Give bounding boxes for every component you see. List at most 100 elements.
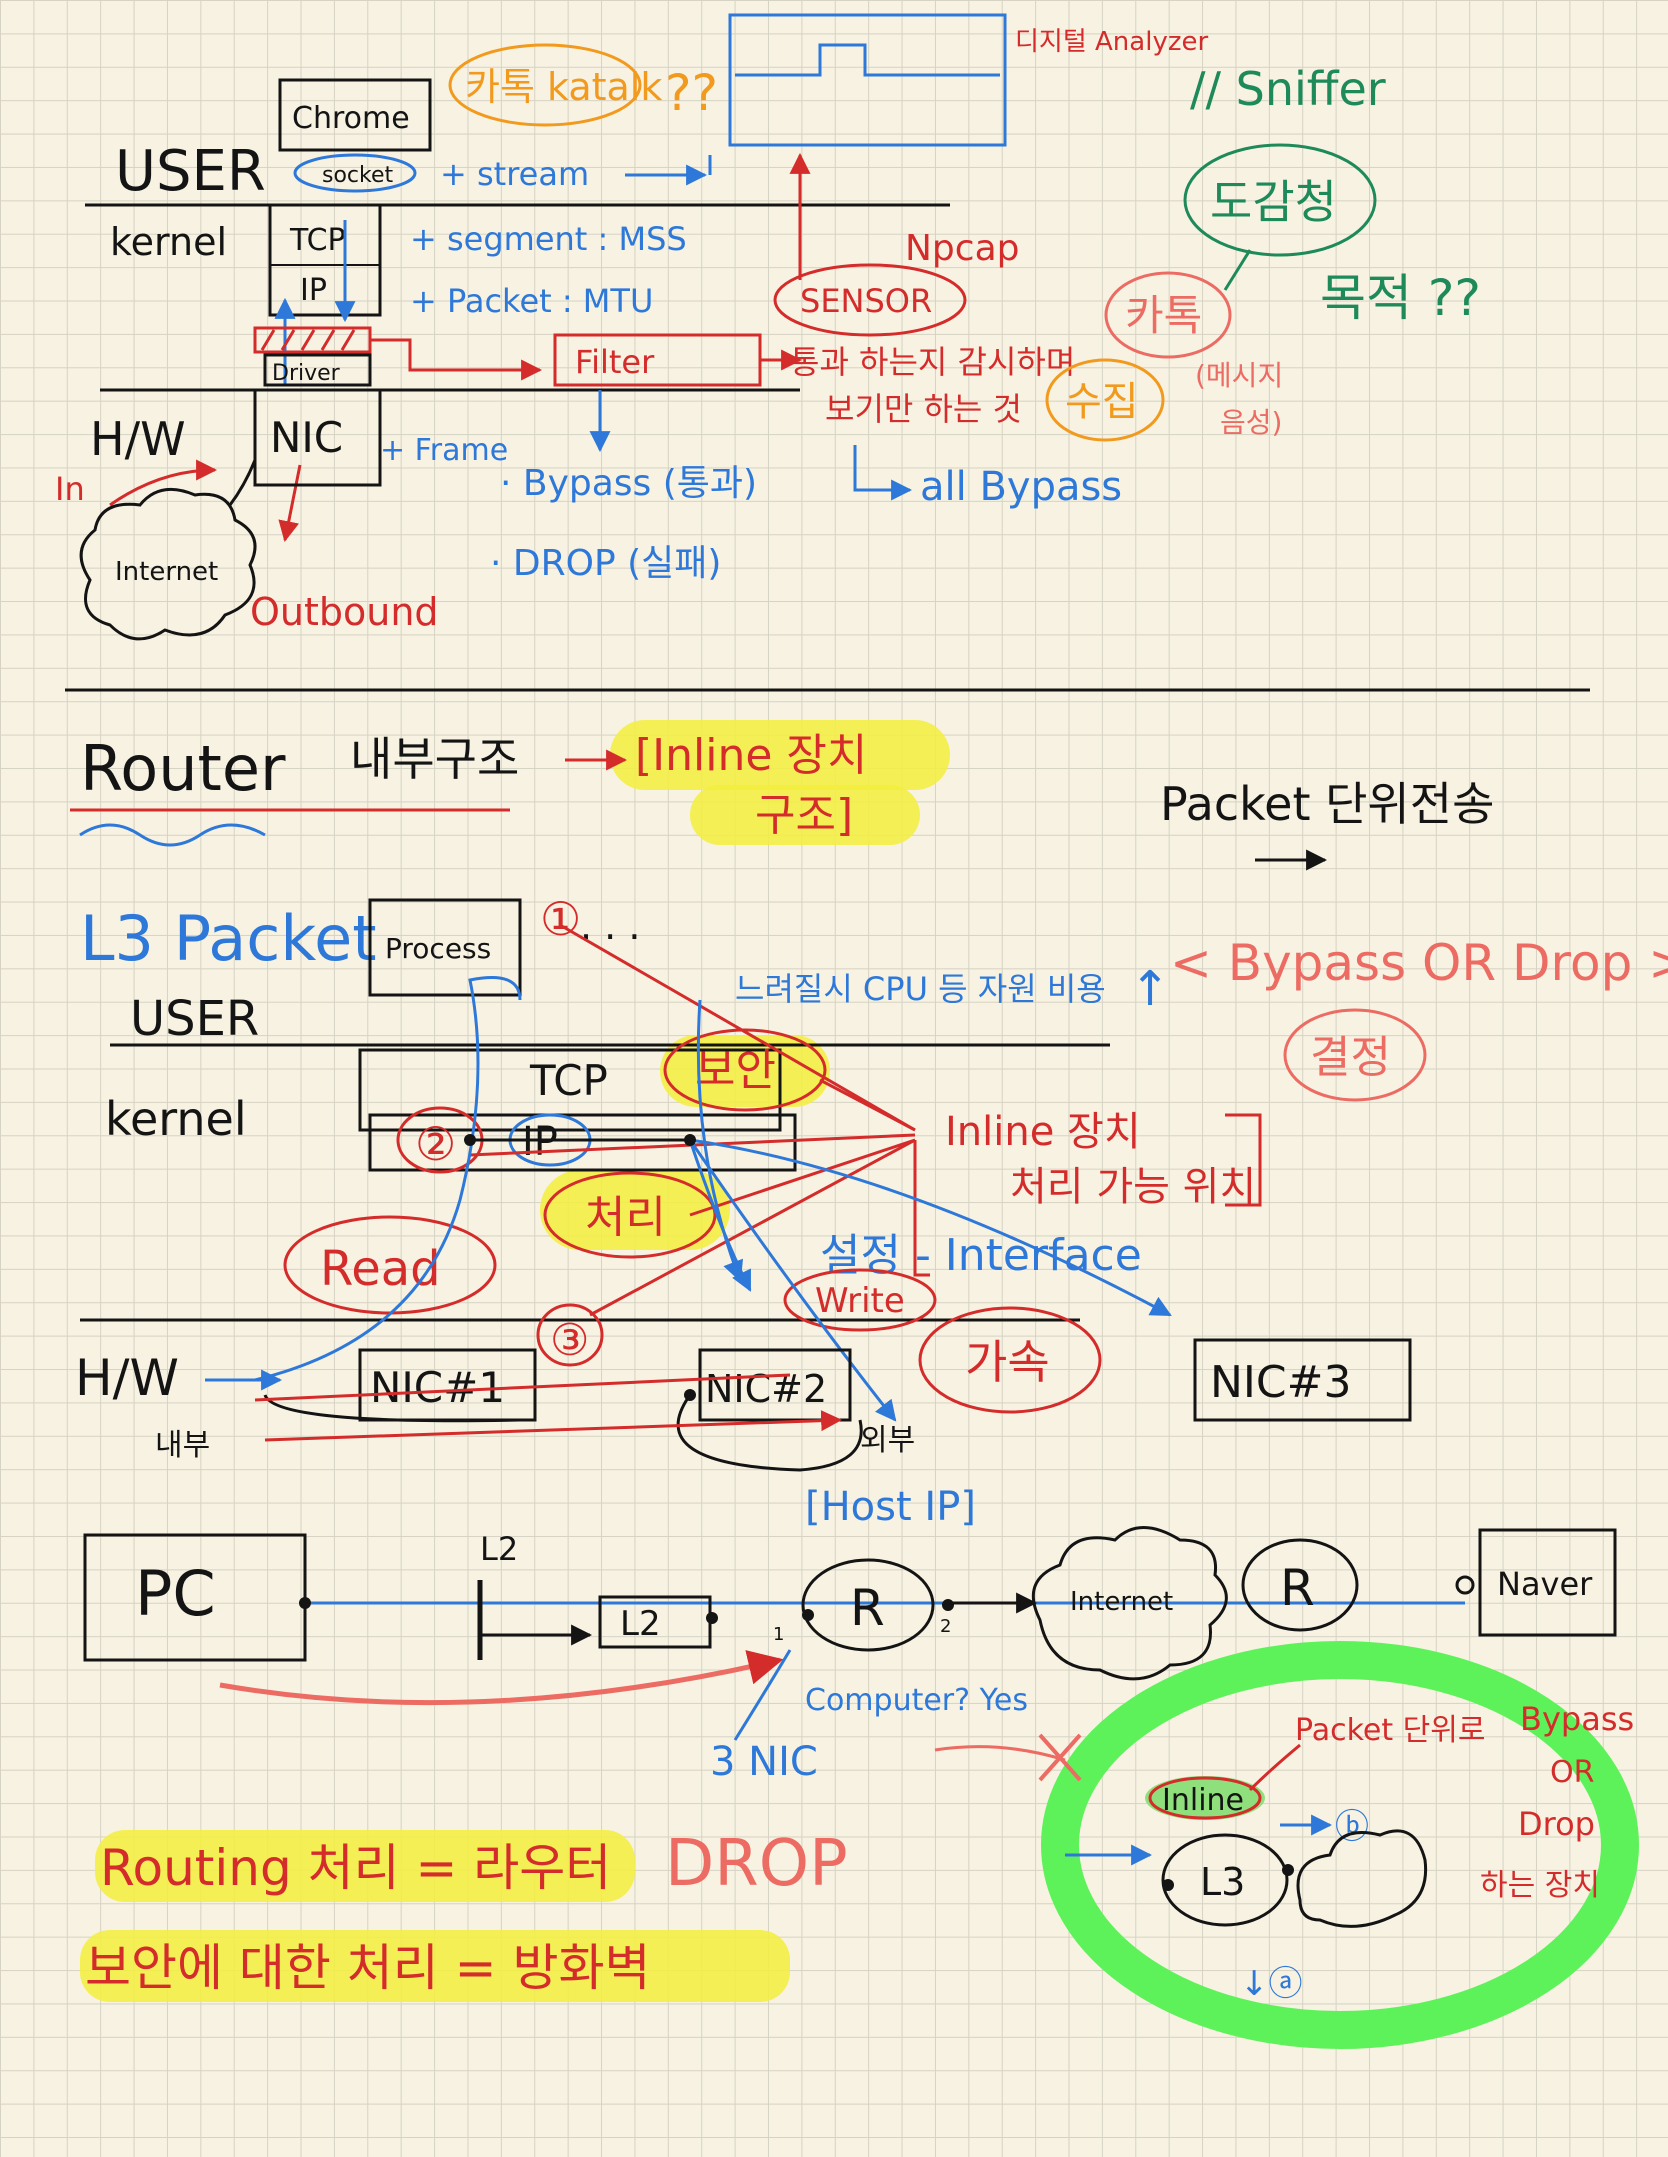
setting-interface-label: 설정 - Interface <box>820 1230 1142 1281</box>
top-section: USER kernel H/W In Internet Outbound Chr… <box>55 13 1481 641</box>
kernel-label: kernel <box>110 220 227 264</box>
routing-line: Routing 처리 = 라우터 <box>100 1839 611 1897</box>
process-ellipse <box>543 1171 717 1259</box>
in-label: In <box>55 470 85 508</box>
outbound-label: Outbound <box>250 590 439 634</box>
pc-to-router-red-arrow <box>219 1650 784 1706</box>
socket-label: socket <box>322 163 394 188</box>
l3-cloud <box>1296 1829 1428 1928</box>
up-arrow-label: ↑ <box>1130 961 1170 1017</box>
bypass-bottom: Bypass <box>1520 1700 1634 1738</box>
message-voice-line2: 음성) <box>1220 406 1282 439</box>
inline-structure-highlight-2 <box>690 785 920 845</box>
nic1-cable <box>263 1394 521 1423</box>
arrow-to-inline <box>934 1745 1066 1762</box>
nic2-cable <box>676 1394 863 1472</box>
katalk-ellipse <box>448 43 642 127</box>
inline-structure-highlight <box>610 720 950 790</box>
nic1-label: NIC#1 <box>370 1363 505 1412</box>
internal-label: 내부 <box>155 1428 210 1463</box>
step-1-marker: ① <box>540 892 581 946</box>
nic2-port-dot <box>684 1389 696 1401</box>
spoke-from-process <box>689 1138 916 1217</box>
spoke-from-security <box>819 1078 916 1132</box>
sensor-ellipse <box>773 263 967 337</box>
nic3-label: NIC#3 <box>1210 1357 1351 1408</box>
bottom-section: Routing 처리 = 라우터 DROP 보안에 대한 처리 = 방화벽 Pa… <box>85 1700 1634 2004</box>
nic2-box <box>698 1348 852 1422</box>
router-section: Router 내부구조 [Inline 장치 구조] Packet 단위전송 L… <box>70 730 1668 1530</box>
driver-to-filter-arrow <box>370 338 543 381</box>
tcp-layer-box <box>358 1048 782 1132</box>
frame-label: + Frame <box>380 433 508 468</box>
naver-box <box>1478 1528 1617 1637</box>
internet-cloud <box>79 487 257 641</box>
driver-label: Driver <box>272 361 341 386</box>
step3-ellipse <box>536 1303 604 1367</box>
router-title: Router <box>80 732 286 805</box>
inline-green-highlight <box>1145 1776 1265 1820</box>
step-2-marker: ② <box>415 1117 456 1171</box>
step-3-marker: ③ <box>550 1315 589 1366</box>
or-bottom: OR <box>1550 1755 1594 1790</box>
l3-port-left <box>1162 1879 1174 1891</box>
ip-layer-box <box>368 1113 797 1172</box>
l2-box-label: L2 <box>620 1604 661 1644</box>
l3-circle <box>1161 1833 1289 1927</box>
tcp-label: TCP <box>289 223 346 258</box>
router-r-circle <box>801 1558 935 1652</box>
ip-port-dot <box>464 1134 476 1146</box>
sensor-label: SENSOR <box>800 282 932 320</box>
question-marks: ?? <box>665 64 718 122</box>
decide-ellipse <box>1283 1008 1427 1102</box>
inline-device-green-circle <box>1041 1641 1639 2049</box>
router-kernel-label: kernel <box>105 1092 247 1146</box>
driver-box <box>263 353 372 387</box>
packet-unit-pointer <box>1248 1743 1301 1792</box>
wiretap-ellipse <box>1183 143 1377 257</box>
inline-structure-line1: [Inline 장치 <box>635 730 867 781</box>
internal-to-external-red-line-2 <box>254 1373 791 1402</box>
host-ip-label: [Host IP] <box>805 1484 976 1530</box>
network-section: PC L2 L2 R 1 2 Internet R Naver Computer… <box>83 1526 1617 1785</box>
accel-label: 가속 <box>965 1335 1050 1389</box>
analyzer-window <box>728 13 1007 147</box>
packet-unit-bottom: Packet 단위로 <box>1295 1713 1485 1748</box>
pass-line2: 보기만 하는 것 <box>825 390 1022 428</box>
a-marker: ↓ⓐ <box>1240 1964 1303 2004</box>
router-callout-line <box>733 1649 792 1741</box>
l2-port <box>706 1612 718 1624</box>
router-r-label: R <box>850 1579 885 1637</box>
socket-ellipse <box>293 153 417 193</box>
segment-label: + segment : MSS <box>410 220 687 258</box>
drop-label: · DROP (실패) <box>490 543 721 584</box>
ip-label: IP <box>300 273 327 308</box>
process-box <box>368 898 522 997</box>
bottom-drop-label: DROP <box>665 1827 848 1901</box>
router-r2-label: R <box>1280 1559 1315 1617</box>
security-line: 보안에 대한 처리 = 방화벽 <box>85 1939 650 1997</box>
security-highlight <box>660 1035 830 1107</box>
slowdown-label: 느려질시 CPU 등 자원 비용 <box>735 970 1106 1008</box>
ip-port-dot-2 <box>684 1134 696 1146</box>
router-port-2-label: 2 <box>940 1616 951 1637</box>
message-voice-line1: (메시지 <box>1195 359 1283 392</box>
router-port-2 <box>942 1599 954 1611</box>
security-ellipse <box>663 1028 827 1112</box>
packet-unit-label: Packet 단위전송 <box>1160 777 1494 831</box>
process-label: Process <box>385 932 491 965</box>
in-arrow <box>109 459 218 507</box>
router-user-label: USER <box>130 991 259 1047</box>
tcp-ip-box <box>268 203 382 317</box>
router-tcp-label: TCP <box>529 1056 608 1105</box>
security-label: 보안 <box>695 1045 776 1096</box>
process-korean-label: 처리 <box>585 1192 666 1243</box>
spoke-from-step1 <box>559 923 916 1132</box>
inline-ellipse <box>1148 1776 1262 1820</box>
sniffer-label: // Sniffer <box>1190 62 1386 116</box>
l3-port-right <box>1282 1864 1294 1876</box>
katok-ellipse <box>1104 271 1232 359</box>
filter-label: Filter <box>575 343 655 381</box>
